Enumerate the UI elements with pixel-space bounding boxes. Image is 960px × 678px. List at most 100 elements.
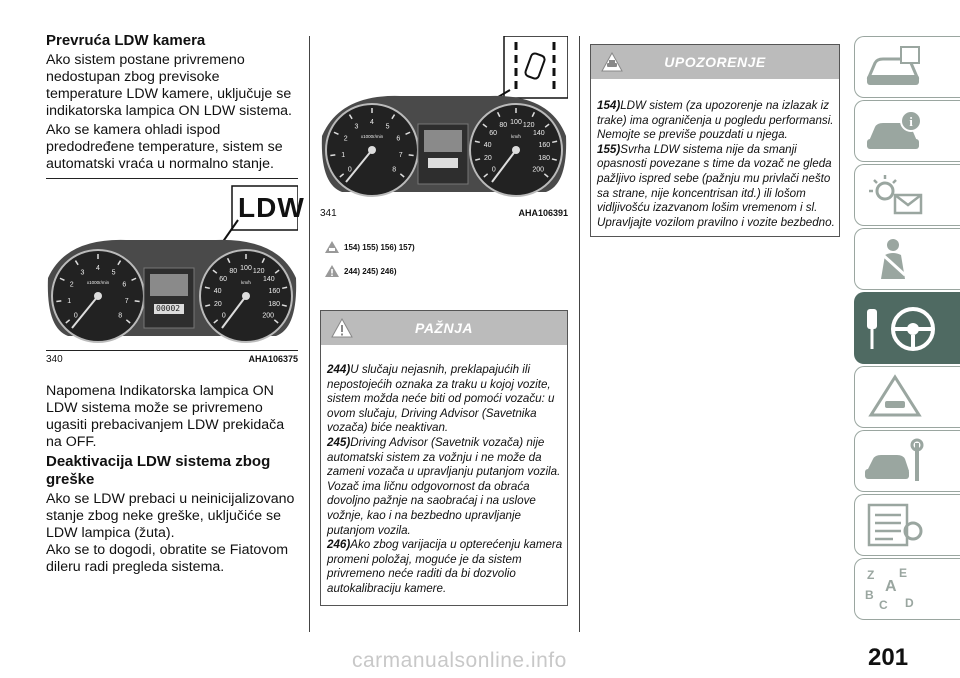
figure-callout-ldw: LDW <box>238 192 305 223</box>
gauge-tick-label: 7 <box>125 298 129 305</box>
column-divider-1 <box>309 36 310 632</box>
gauge-tick-label: 0 <box>492 167 496 174</box>
caution-refs: 244) 245) 246) <box>344 266 397 276</box>
tab-technical-data[interactable] <box>854 494 960 556</box>
gauge-tick <box>339 173 345 178</box>
gauge-tick-label: 20 <box>484 155 492 162</box>
gauge-tick <box>282 286 288 290</box>
tab-lights-messages[interactable] <box>854 164 960 226</box>
svg-text:i: i <box>909 114 913 129</box>
figure-code: AHA106375 <box>248 354 298 364</box>
warning-body: 154)LDW sistem (za upozorenje na izlazak… <box>591 79 839 236</box>
paragraph-note: Napomena Indikatorska lampica ON LDW sis… <box>46 383 285 450</box>
tab-starting-driving[interactable] <box>854 292 960 364</box>
gauge-tick <box>65 319 71 324</box>
seatbelt-airbag-icon <box>881 239 907 279</box>
caution-triangle-icon <box>325 265 339 277</box>
caution-item-text: Ako zbog varijacija u opterećenju kamera… <box>327 538 563 595</box>
tach-unit-label: x1000r/min <box>361 134 384 139</box>
warning-reference-line: 154) 155) 156) 157) <box>324 240 415 254</box>
caution-item-number: 245) <box>327 435 351 449</box>
gauge-tick <box>204 286 210 290</box>
gauge-tick <box>531 111 536 118</box>
gauge-tick-label: 3 <box>354 124 358 131</box>
page-number: 201 <box>868 644 909 671</box>
paragraph-hot-camera: Ako sistem postane privremeno nedostupan… <box>46 52 292 119</box>
caution-triangle-icon <box>331 318 353 338</box>
svg-text:C: C <box>879 598 888 612</box>
tab-dashboard[interactable] <box>854 36 960 98</box>
gauge-tick-label: 200 <box>262 313 274 320</box>
car-dashboard-icon <box>866 46 920 85</box>
gauge-tick <box>408 154 414 157</box>
svg-text:B: B <box>865 588 874 602</box>
gauge-tick-label: 2 <box>344 136 348 143</box>
gauge-tick-label: 5 <box>386 124 390 131</box>
paragraph-dealer: Ako se to dogodi, obratite se Fiatovom d… <box>46 542 289 575</box>
figure-number: 341 <box>320 208 337 219</box>
gauge-tick <box>125 319 131 324</box>
caution-item-text: Driving Advisor (Savetnik vozača) nije a… <box>327 435 561 537</box>
gauge-tick-label: 100 <box>510 119 522 126</box>
lights-message-icon <box>869 175 923 215</box>
svg-text:D: D <box>905 596 914 610</box>
svg-text:Z: Z <box>867 568 874 582</box>
gauge-tick <box>74 260 79 266</box>
gauge-tick-label: 2 <box>70 282 74 289</box>
gauge-tick-label: 0 <box>222 313 226 320</box>
gauge-tick-label: 4 <box>96 265 100 272</box>
gauge-tick-label: 1 <box>67 298 71 305</box>
caution-item: 244)U slučaju nejasnih, preklapajućih il… <box>327 363 563 436</box>
gauge-tick-label: 160 <box>269 288 281 295</box>
tab-safety[interactable] <box>854 228 960 290</box>
gauge-tick <box>348 114 353 120</box>
gauge-tick <box>213 319 219 324</box>
gauge-tick-label: 8 <box>392 167 396 174</box>
warning-triangle-car-icon <box>868 374 922 417</box>
gauge-tick <box>482 123 488 128</box>
gauge-tick-label: 4 <box>370 119 374 126</box>
gauge-tick <box>281 304 287 307</box>
warning-box: UPOZORENJE 154)LDW sistem (za upozorenje… <box>590 44 840 238</box>
car-warning-icon <box>325 241 339 253</box>
gauge-tick-label: 1 <box>341 152 345 159</box>
figure-caption-340: 340 AHA106375 <box>46 350 298 365</box>
gauge-tick <box>212 269 218 274</box>
gauge-tick-label: 3 <box>80 270 84 277</box>
gauge-tick <box>330 154 336 157</box>
key-steering-wheel-icon <box>867 307 935 351</box>
heading-hot-camera: Prevruća LDW kamera <box>46 32 206 49</box>
gauge-tick <box>205 304 211 307</box>
gauge-tick-label: 40 <box>484 142 492 149</box>
warning-item-number: 154) <box>597 99 621 112</box>
gauge-tick-label: 80 <box>229 268 237 275</box>
gauge-tick <box>483 173 489 178</box>
tab-emergency[interactable] <box>854 366 960 428</box>
car-warning-icon <box>601 52 623 72</box>
gauge-tick <box>59 277 65 282</box>
caution-item-number: 244) <box>327 363 351 376</box>
warning-item: 155)Svrha LDW sistema nije da smanji opa… <box>597 143 835 231</box>
car-info-icon: i <box>867 110 922 149</box>
tab-maintenance[interactable] <box>854 430 960 492</box>
gauge-tick-label: 60 <box>489 130 497 137</box>
figure-number: 340 <box>46 354 63 365</box>
gauge-tick-label: 140 <box>263 276 275 283</box>
caution-item-text: U slučaju nejasnih, preklapajućih ili ne… <box>327 363 555 435</box>
tab-car-info[interactable]: i <box>854 100 960 162</box>
gauge-tick <box>544 123 550 128</box>
caution-box: PAŽNJA 244)U slučaju nejasnih, preklapaj… <box>320 310 568 606</box>
svg-text:A: A <box>885 578 897 595</box>
gauge-tick <box>226 257 231 264</box>
car-wrench-icon <box>865 438 924 481</box>
gauge-tick <box>399 173 405 178</box>
column-divider-2 <box>579 36 580 632</box>
warning-refs: 154) 155) 156) 157) <box>344 242 415 252</box>
gauge-tick-label: 120 <box>523 122 535 129</box>
caution-body: 244)U slučaju nejasnih, preklapajućih il… <box>321 345 567 605</box>
gauge-tick-label: 100 <box>240 265 252 272</box>
